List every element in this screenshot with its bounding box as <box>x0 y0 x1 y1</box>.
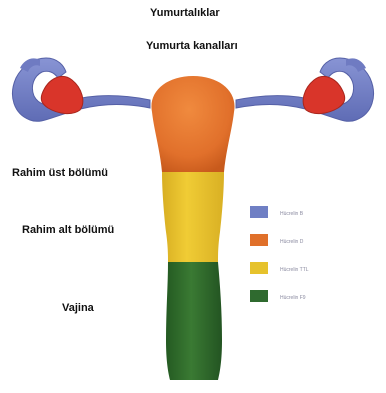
legend-item: Hücrelin B <box>250 206 304 218</box>
legend-swatch <box>250 262 268 274</box>
uterus-lower-body <box>162 172 224 262</box>
legend: Hücrelin B Hücrelin D Hücrelin TTL Hücre… <box>250 206 309 302</box>
legend-label: Hücrelin B <box>280 211 304 217</box>
label-lower-uterus: Rahim alt bölümü <box>22 224 114 236</box>
label-fallopian-tubes: Yumurta kanalları <box>146 40 238 52</box>
label-ovaries: Yumurtalıklar <box>150 7 220 19</box>
label-vagina: Vajina <box>62 302 94 314</box>
legend-label: Hücrelin D <box>280 239 304 245</box>
legend-label: Hücrelin TTL <box>280 267 309 273</box>
legend-item: Hücrelin F9 <box>250 290 306 302</box>
legend-swatch <box>250 234 268 246</box>
left-ovary <box>41 76 83 113</box>
vagina-shape <box>166 262 222 380</box>
legend-swatch <box>250 290 268 302</box>
left-fallopian-tube <box>12 58 150 121</box>
legend-item: Hücrelin TTL <box>250 262 309 274</box>
legend-item: Hücrelin D <box>250 234 304 246</box>
uterus-upper-body <box>151 76 234 172</box>
legend-label: Hücrelin F9 <box>280 295 306 301</box>
label-upper-uterus: Rahim üst bölümü <box>12 167 108 179</box>
right-fallopian-tube <box>236 58 374 121</box>
right-ovary <box>303 76 345 113</box>
legend-swatch <box>250 206 268 218</box>
